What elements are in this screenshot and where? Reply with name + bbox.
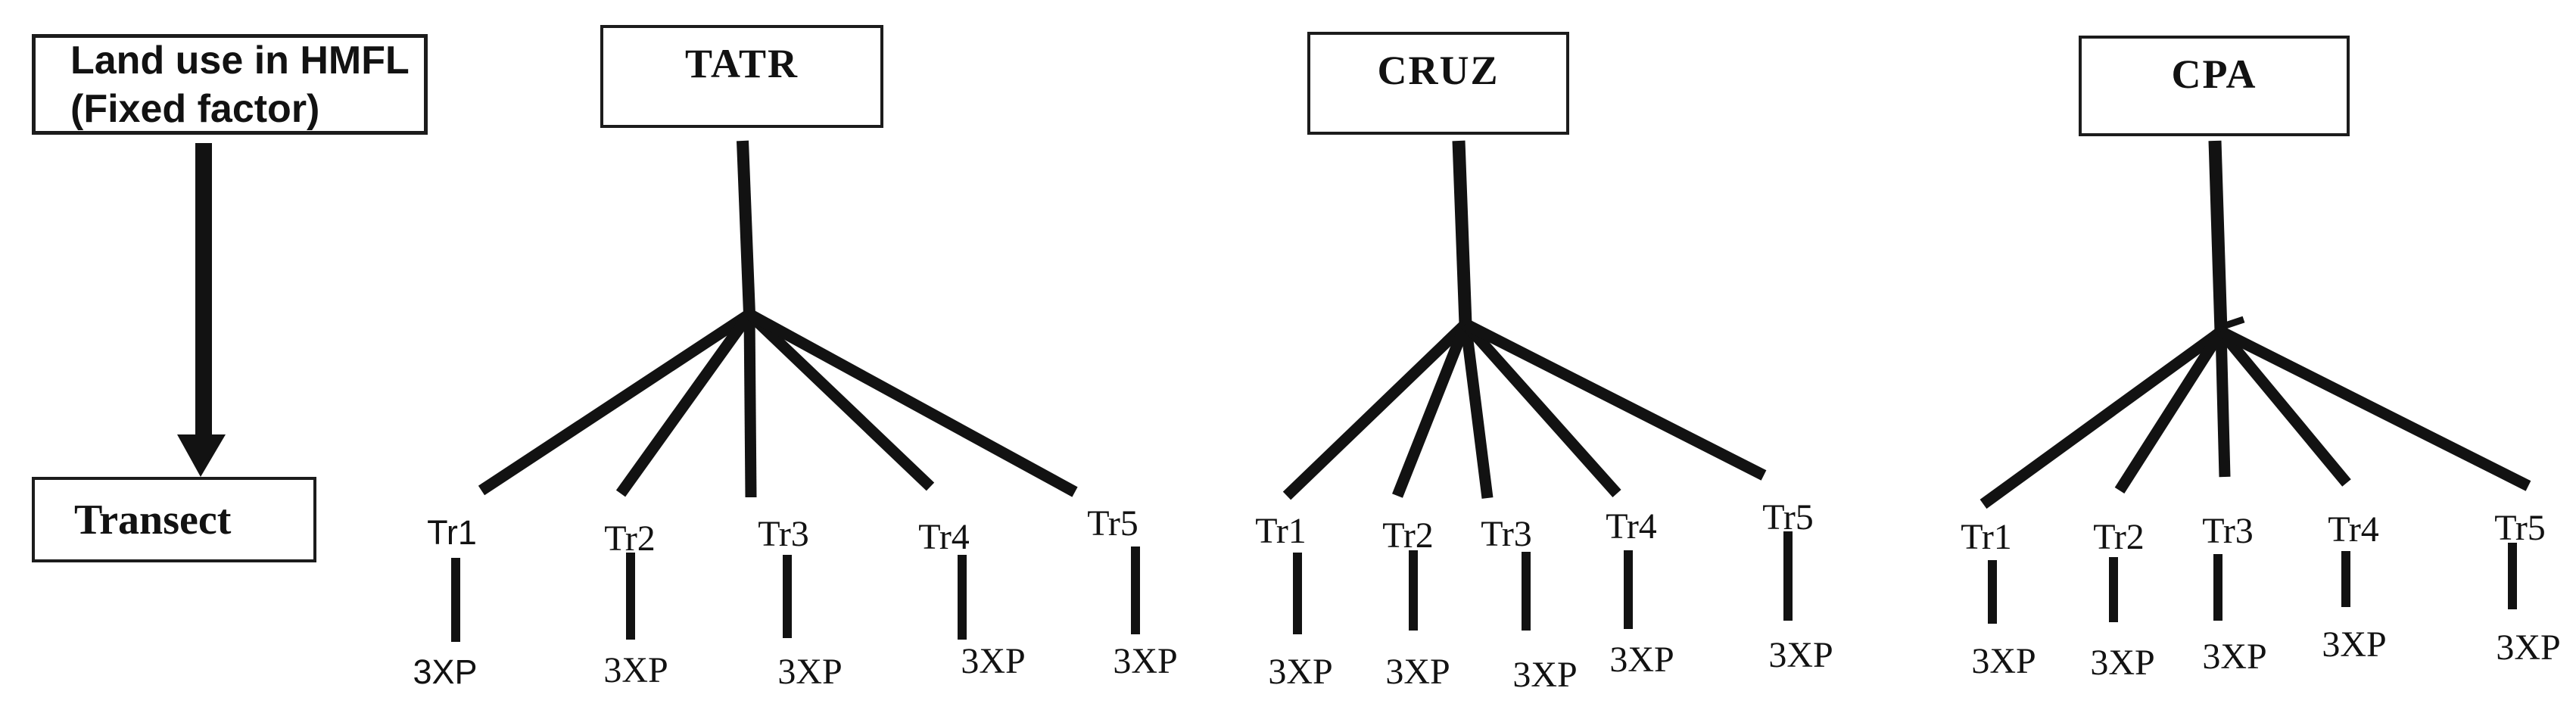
cruz-transect-label-tr4: Tr4: [1606, 506, 1657, 547]
cpa-hub-hook-line: [2219, 316, 2245, 331]
tatr-branch-tr3-line: [743, 312, 757, 498]
tatr-plot-label-tr1: 3XP: [413, 652, 478, 691]
land-use-box: Land use in HMFL (Fixed factor): [32, 34, 428, 135]
tatr-branch-tr1-line: [478, 309, 753, 496]
cruz-trunk-line: [1452, 140, 1472, 325]
cpa-plot-label-tr1: 3XP: [1971, 641, 2036, 681]
cpa-transect-label-tr1: Tr1: [1961, 517, 2012, 557]
cpa-branch-tr1-line: [1980, 326, 2225, 509]
site-title: TATR: [684, 41, 799, 86]
cruz-branch-tr3-line: [1459, 322, 1494, 499]
landuse-arrowhead-icon: [177, 434, 226, 477]
transect-box: Transect: [32, 477, 316, 562]
tatr-transect-label-tr1: Tr1: [427, 513, 477, 552]
tatr-transect-label-tr4: Tr4: [918, 517, 970, 557]
cpa-plot-label-tr3: 3XP: [2202, 637, 2267, 677]
tatr-plot-label-tr2: 3XP: [603, 650, 668, 690]
site-title: CPA: [2171, 51, 2257, 97]
cruz-branch-tr5-line: [1462, 319, 1767, 481]
cruz-branch-tr1-line: [1282, 319, 1470, 500]
cpa-branch-tr3-line: [2215, 329, 2231, 478]
tatr-trunk-line: [737, 140, 755, 315]
land-use-line2: (Fixed factor): [70, 86, 320, 131]
land-use-line1: Land use in HMFL: [70, 38, 410, 83]
tatr-branch-tr4-line: [745, 310, 935, 491]
cruz-branch-tr2-line: [1392, 322, 1471, 498]
site-box-cpa: CPA: [2079, 36, 2350, 136]
cpa-plot-label-tr2: 3XP: [2090, 643, 2155, 683]
cruz-plot-label-tr3: 3XP: [1512, 655, 1578, 695]
tatr-branch-tr2-line: [615, 310, 755, 497]
cpa-transect-label-tr2: Tr2: [2093, 517, 2145, 557]
cruz-transect-label-tr1: Tr1: [1255, 511, 1307, 551]
tatr-transect-label-tr2: Tr2: [604, 518, 656, 559]
tatr-plot-label-tr4: 3XP: [961, 641, 1026, 681]
cpa-branch-tr5-line: [2218, 326, 2531, 491]
cpa-transect-label-tr4: Tr4: [2328, 509, 2379, 550]
cpa-trunk-line: [2208, 140, 2228, 332]
tatr-branch-tr5-line: [746, 309, 1078, 497]
site-title: CRUZ: [1377, 48, 1500, 93]
cpa-transect-label-tr5: Tr5: [2494, 508, 2546, 548]
cpa-branch-tr4-line: [2216, 328, 2351, 487]
cruz-plot-label-tr5: 3XP: [1768, 635, 1833, 675]
transect-box-label: Transect: [74, 496, 232, 543]
cruz-plot-label-tr2: 3XP: [1385, 652, 1450, 692]
cpa-plot-label-tr4: 3XP: [2322, 624, 2387, 665]
cpa-plot-label-tr5: 3XP: [2496, 627, 2561, 668]
cruz-plot-label-tr1: 3XP: [1268, 652, 1333, 692]
cruz-transect-label-tr3: Tr3: [1481, 514, 1532, 554]
cruz-transect-label-tr5: Tr5: [1762, 497, 1814, 537]
tatr-plot-label-tr3: 3XP: [777, 652, 843, 692]
cpa-transect-label-tr3: Tr3: [2202, 511, 2254, 551]
tatr-plot-label-tr5: 3XP: [1113, 641, 1178, 681]
site-box-cruz: CRUZ: [1307, 32, 1569, 135]
tatr-transect-label-tr3: Tr3: [758, 514, 809, 554]
cruz-transect-label-tr2: Tr2: [1382, 515, 1434, 556]
cruz-branch-tr4-line: [1461, 320, 1621, 497]
cpa-branch-tr2-line: [2114, 328, 2226, 494]
cruz-plot-label-tr4: 3XP: [1609, 640, 1674, 680]
site-box-tatr: TATR: [600, 25, 883, 128]
tatr-transect-label-tr5: Tr5: [1087, 503, 1138, 543]
